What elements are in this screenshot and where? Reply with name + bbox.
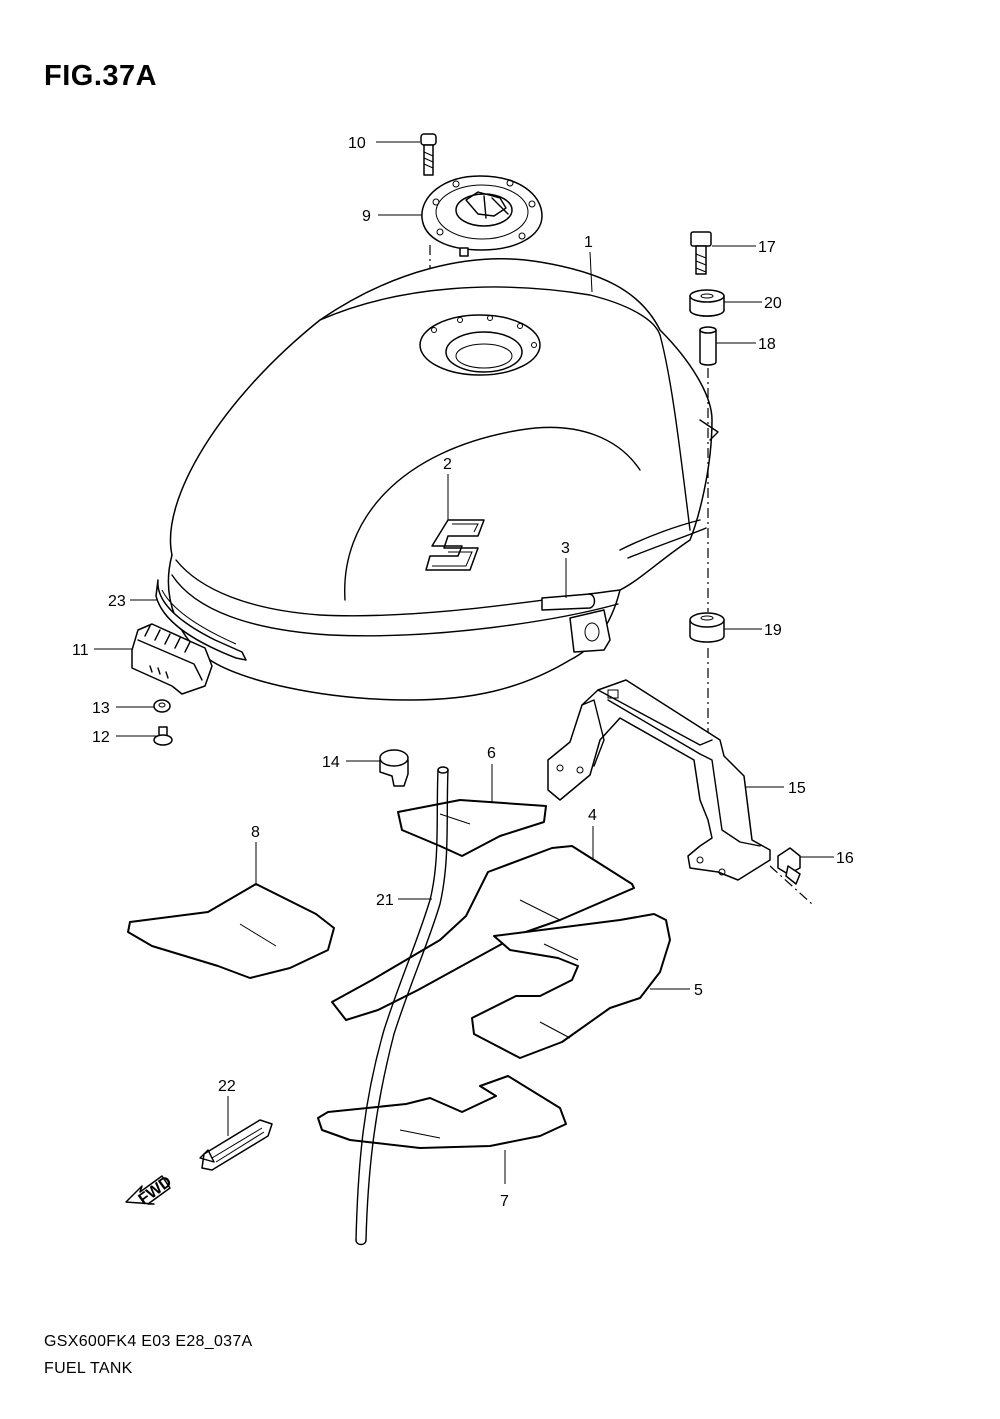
callout-13: 13 [92, 700, 110, 717]
part-11-cushion [131, 623, 213, 695]
part-23-strip [155, 579, 247, 661]
part-1-fuel-tank [167, 258, 719, 701]
callout-6: 6 [487, 745, 496, 762]
callout-10: 10 [348, 135, 366, 152]
callout-8: 8 [251, 824, 260, 841]
callout-12: 12 [92, 729, 110, 746]
callout-23: 23 [108, 593, 126, 610]
callout-19: 19 [764, 622, 782, 639]
part-13-washer [153, 699, 171, 713]
callout-16: 16 [836, 850, 854, 867]
part-9-fuel-cap [421, 175, 543, 257]
fwd-direction-arrow: FWD [125, 1173, 175, 1208]
part-5-pad [471, 913, 671, 1059]
part-14-cushion [379, 749, 409, 787]
part-15-bracket [547, 679, 771, 881]
part-4-pad [331, 845, 635, 1021]
assembly-name: FUEL TANK [44, 1360, 133, 1377]
part-8-pad [127, 883, 335, 979]
part-22-clip [199, 1119, 273, 1171]
part-3-cushion [541, 593, 611, 653]
part-12-screw [153, 726, 173, 746]
fwd-label: FWD [136, 1173, 175, 1208]
part-2-emblem [425, 519, 485, 571]
callout-4: 4 [588, 807, 597, 824]
model-code: GSX600FK4 E03 E28_037A [44, 1333, 253, 1350]
part-21-hose [355, 766, 449, 1246]
callout-5: 5 [694, 982, 703, 999]
callout-17: 17 [758, 239, 776, 256]
callout-14: 14 [322, 754, 340, 771]
callout-2: 2 [443, 456, 452, 473]
part-7-pad [317, 1075, 567, 1149]
callout-18: 18 [758, 336, 776, 353]
callout-20: 20 [764, 295, 782, 312]
part-6-pad [397, 799, 547, 857]
part-19-grommet [689, 612, 725, 643]
callout-layer: 10 9 1 2 3 17 20 18 19 [72, 135, 854, 1210]
part-17-bolt [690, 231, 712, 275]
callout-22: 22 [218, 1078, 236, 1095]
callout-21: 21 [376, 892, 394, 909]
callout-15: 15 [788, 780, 806, 797]
part-20-cushion [689, 289, 725, 317]
callout-3: 3 [561, 540, 570, 557]
figure-title: FIG.37A [44, 60, 158, 92]
callout-9: 9 [362, 208, 371, 225]
part-10-bolt [420, 133, 437, 176]
part-18-collar [699, 326, 717, 366]
callout-7: 7 [500, 1193, 509, 1210]
callout-11: 11 [72, 642, 89, 659]
callout-1: 1 [584, 234, 593, 251]
part-16-bolt [769, 847, 813, 905]
